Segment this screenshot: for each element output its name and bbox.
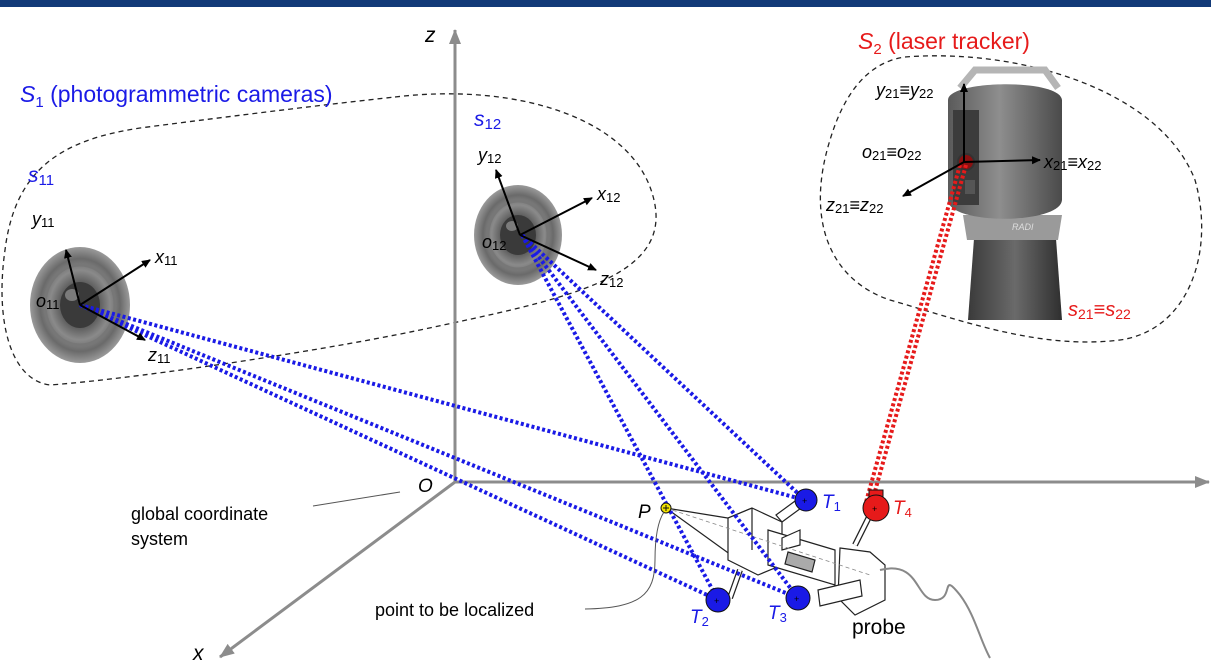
point-p-label: P <box>638 502 651 523</box>
global-origin-label: O <box>418 476 433 497</box>
camera-12-o-label: o12 <box>482 232 506 253</box>
global-system-label-1: global coordinate <box>131 504 268 524</box>
s2-boundary <box>819 55 1203 343</box>
tracker-y-label: y21≡y22 <box>874 80 933 101</box>
tracker-brand: RADI <box>1012 222 1034 232</box>
laser-tracker: RADI <box>948 66 1062 320</box>
svg-text:+: + <box>714 596 719 606</box>
target-t3-label: T3 <box>768 603 787 625</box>
camera-11-axes <box>64 249 151 341</box>
global-system-leader <box>312 491 401 507</box>
target-t3-marker: + <box>785 585 811 611</box>
global-system-label-2: system <box>131 529 188 549</box>
tracker-x-label: x21≡x22 <box>1043 152 1101 173</box>
tracker-axes <box>902 83 1041 197</box>
camera-11-o-label: o11 <box>36 291 60 312</box>
s1-title: S1 (photogrammetric cameras) <box>20 81 333 111</box>
probe-device <box>665 492 991 659</box>
camera-11-x-label: x11 <box>154 247 178 268</box>
target-t4-marker: + <box>862 489 890 522</box>
svg-text:+: + <box>802 496 807 506</box>
camera-12-axes <box>495 169 597 271</box>
point-localized-leader <box>584 511 665 610</box>
svg-text:+: + <box>872 504 877 514</box>
global-x-axis <box>219 480 456 659</box>
camera-11-y-label: y11 <box>30 209 55 230</box>
target-t1-label: T1 <box>822 492 841 514</box>
laser-line <box>864 164 968 503</box>
tracker-o-label: o21≡o22 <box>862 142 921 163</box>
sight-lines-camera-11 <box>79 303 806 602</box>
camera-12-name: s12 <box>474 108 501 133</box>
tracker-z-label: z21≡z22 <box>825 195 883 216</box>
top-bar <box>0 0 1211 7</box>
target-t2-label: T2 <box>690 607 709 629</box>
camera-12-z-label: z12 <box>599 269 623 290</box>
camera-11-name: s11 <box>28 164 54 189</box>
s2-title: S2 (laser tracker) <box>858 28 1030 58</box>
s1-boundary <box>1 93 657 386</box>
camera-12-x-label: x12 <box>596 184 620 205</box>
global-x-label: x <box>192 642 205 662</box>
point-p-marker <box>660 502 672 514</box>
target-t2-marker: + <box>705 587 731 613</box>
tracker-s-label: s21≡s22 <box>1068 299 1131 322</box>
point-localized-label: point to be localized <box>375 600 534 620</box>
probe-label: probe <box>852 616 906 639</box>
target-t1-marker: + <box>794 488 818 512</box>
global-z-label: z <box>424 24 436 47</box>
camera-11-z-label: z11 <box>147 345 171 366</box>
camera-12-y-label: y12 <box>476 145 501 166</box>
sight-lines-camera-12 <box>520 233 807 601</box>
svg-text:+: + <box>794 594 799 604</box>
target-t4-label: T4 <box>893 498 912 520</box>
